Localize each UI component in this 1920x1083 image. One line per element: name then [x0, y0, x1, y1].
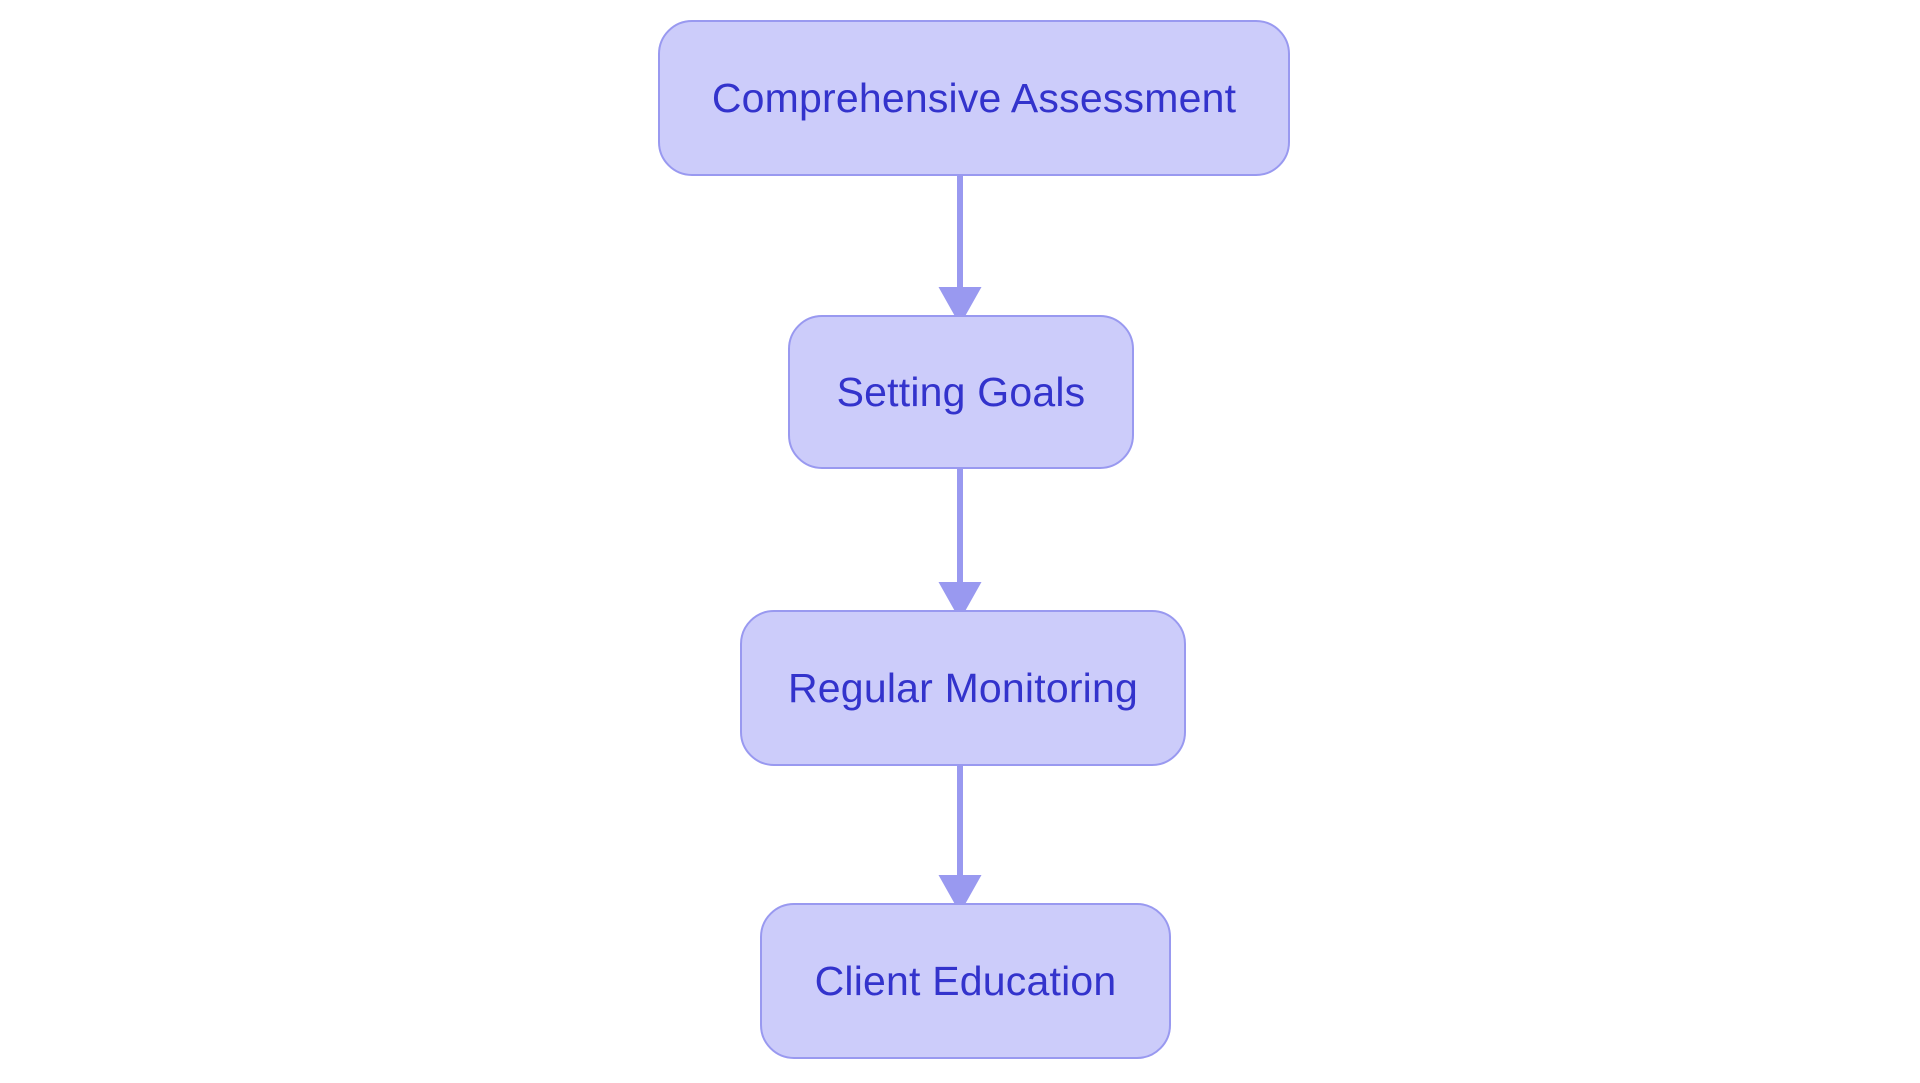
node-label: Comprehensive Assessment — [711, 74, 1237, 121]
flowchart-node-comprehensive-assessment[interactable]: Comprehensive Assessment — [658, 20, 1290, 176]
flowchart-node-setting-goals[interactable]: Setting Goals — [788, 315, 1134, 469]
flowchart-node-regular-monitoring[interactable]: Regular Monitoring — [740, 610, 1186, 766]
node-label: Setting Goals — [836, 368, 1086, 415]
flowchart-node-client-education[interactable]: Client Education — [760, 903, 1171, 1059]
node-label: Client Education — [814, 957, 1117, 1004]
node-label: Regular Monitoring — [788, 664, 1138, 711]
